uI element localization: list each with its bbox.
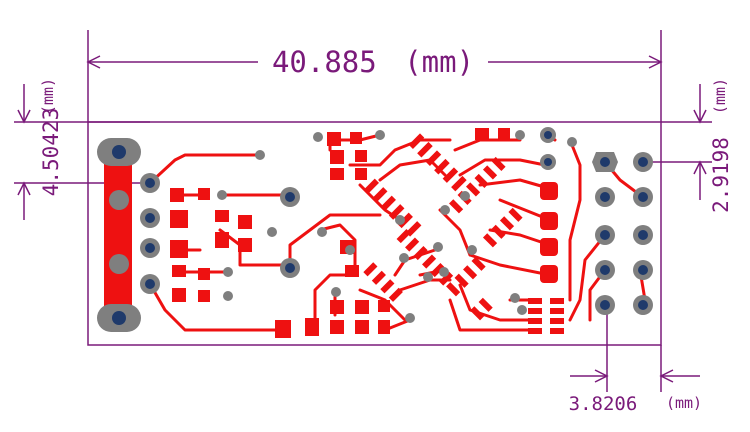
right-offset-unit: (mm) <box>711 78 729 114</box>
right-offset-value: 2.9198 <box>709 137 733 213</box>
width-value: 40.885 <box>272 45 377 79</box>
smd-pads <box>170 128 564 338</box>
width-dimension-label: 40.885 (mm) <box>272 45 474 79</box>
left-offset-unit: (mm) <box>39 78 57 114</box>
dimension-width <box>86 30 663 122</box>
dimension-right-offset <box>640 84 712 200</box>
copper-bus-left <box>104 150 132 310</box>
ic-footprint-lower <box>363 229 454 302</box>
through-hole-pads <box>97 127 653 332</box>
width-unit: (mm) <box>404 45 474 79</box>
bottom-offset-unit: (mm) <box>666 394 702 412</box>
bottom-offset-value: 3.8206 <box>569 393 638 415</box>
board-outline <box>87 121 662 346</box>
dimension-bottom-offset <box>570 300 700 392</box>
vias <box>217 130 577 323</box>
ic-footprint-lower-right <box>446 256 493 321</box>
left-offset-value: 4.50423 <box>39 108 63 197</box>
